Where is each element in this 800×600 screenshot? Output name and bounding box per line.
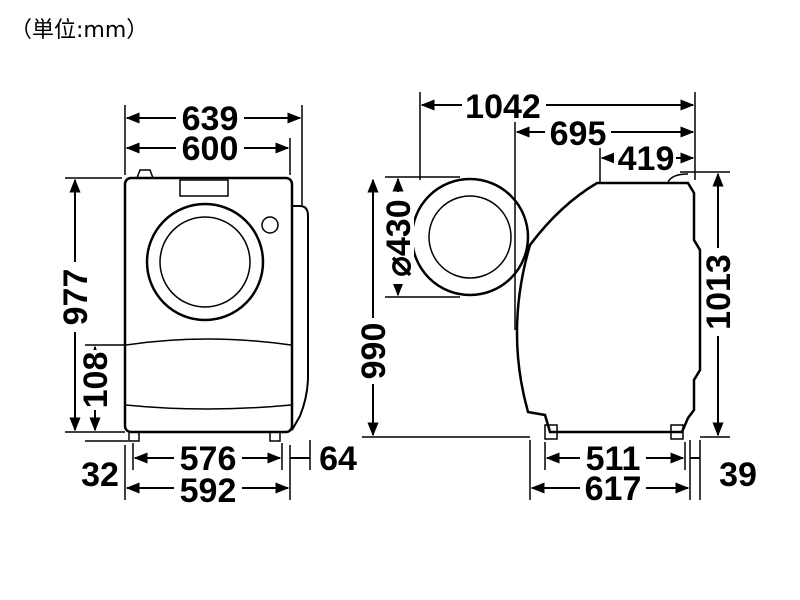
dim-door-diameter: ⌀430 — [380, 199, 418, 276]
dim-hose-offset: 64 — [319, 440, 357, 478]
dim-top-depth: 419 — [618, 140, 675, 178]
side-foot-front — [544, 424, 558, 440]
open-door-window — [428, 195, 512, 279]
dim-overall-width: 639 — [182, 100, 239, 138]
side-foot-rear — [670, 424, 684, 440]
dim-rear-offset: 39 — [719, 456, 757, 494]
front-view-washer — [123, 169, 309, 442]
foot-right — [269, 431, 281, 442]
dim-base-width: 592 — [180, 472, 237, 510]
door-window — [159, 216, 251, 308]
dial-knob — [261, 216, 279, 234]
dim-depth: 695 — [550, 115, 607, 153]
dim-lower-panel-height: 108 — [77, 352, 115, 409]
dim-height: 977 — [57, 269, 95, 326]
foot-left — [128, 431, 140, 442]
door-outer — [145, 202, 265, 322]
dim-depth-door-open: 1042 — [465, 88, 541, 126]
dim-base-depth: 617 — [585, 470, 642, 508]
side-view-washer — [410, 173, 702, 440]
unit-label: （単位:mm） — [10, 18, 149, 43]
dim-foot-height: 32 — [81, 456, 119, 494]
dim-side-height: 1013 — [700, 254, 738, 330]
dim-body-width: 600 — [182, 130, 239, 168]
dim-foot-span: 576 — [180, 440, 237, 478]
dim-side-foot-span: 511 — [586, 440, 641, 478]
drain-hose — [291, 205, 309, 431]
dim-door-open-height: 990 — [355, 323, 393, 380]
